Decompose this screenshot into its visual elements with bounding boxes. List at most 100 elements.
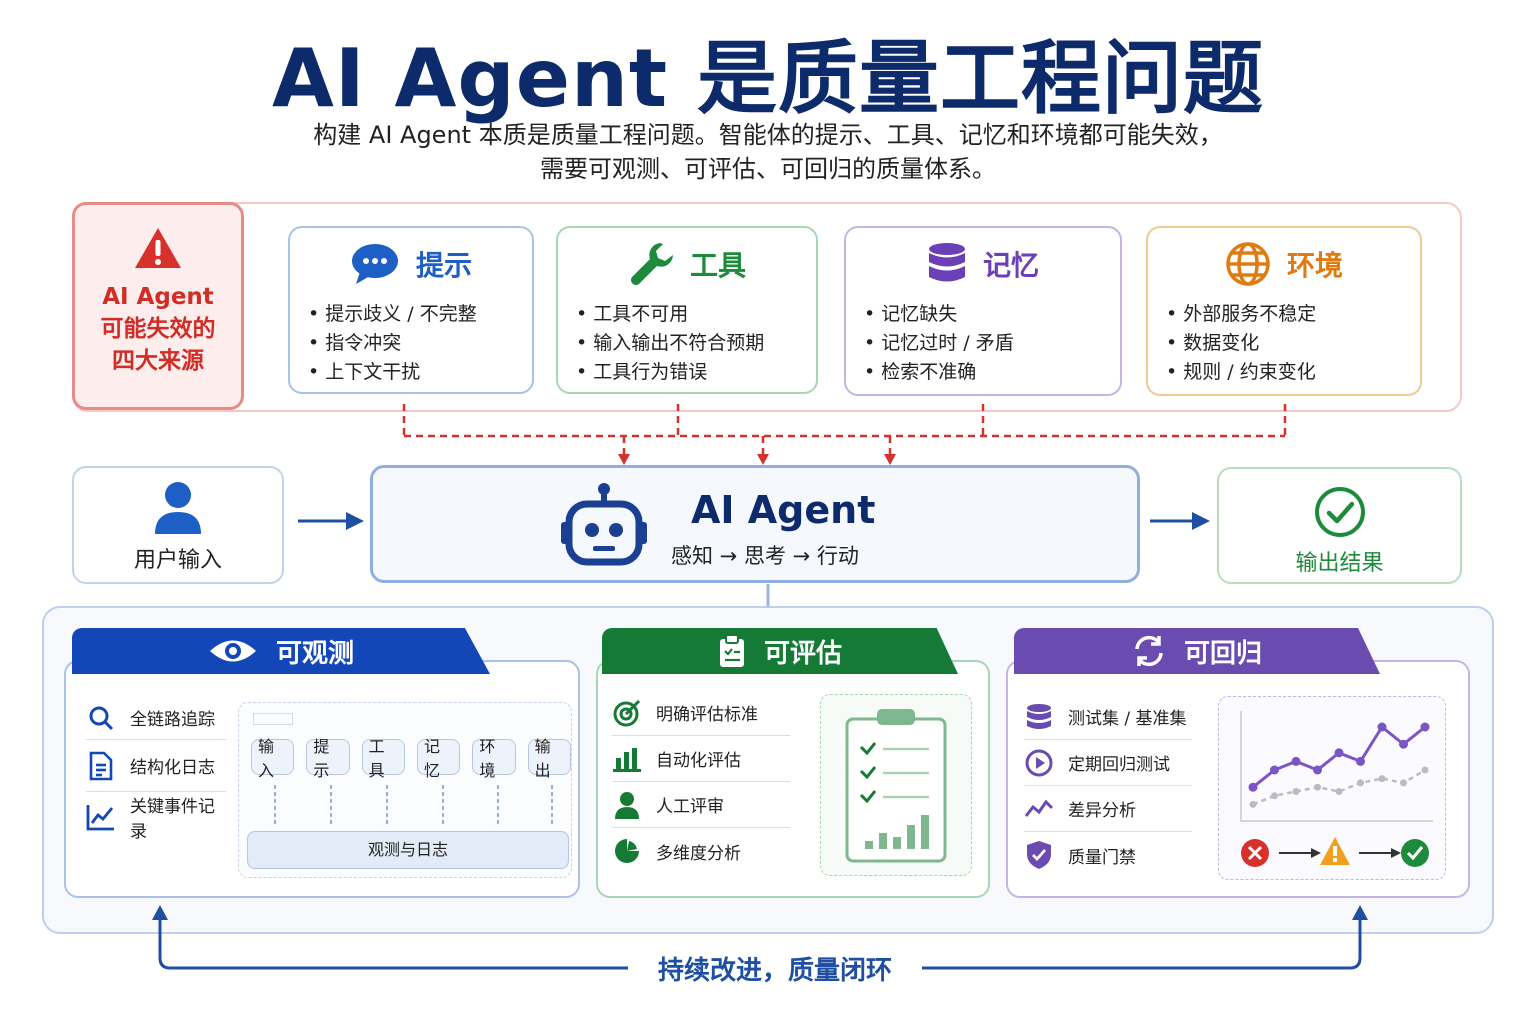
trend-line-icon [86,805,114,831]
evaluate-illustration-box [820,694,972,876]
data-point [1357,779,1364,787]
data-point [1249,800,1257,808]
user-input-label: 用户输入 [133,548,222,573]
data-point [1270,765,1279,775]
failure-sources-label-2: 可能失效的 [100,316,216,342]
data-point [1334,748,1344,758]
play-circle-icon [1025,749,1053,776]
data-point [1313,765,1322,775]
refresh-icon [1135,635,1163,667]
flow-step: 工具 [361,737,405,780]
list-item: 自动化评估 [612,736,790,782]
improvement-loop-label: 持续改进，质量闭环 [657,956,892,986]
list-item: 上下文干扰 [308,358,532,387]
list-item: 多维度分析 [612,828,790,874]
source-title-tool: 工具 [689,249,746,282]
diff-line-icon [1024,799,1054,817]
subtitle-line-2: 需要可观测、可评估、可回归的质量体系。 [540,155,996,183]
data-point [1335,788,1343,795]
data-point [1271,792,1278,800]
ai-agent-box: AI Agent 感知 → 思考 → 行动 [370,465,1140,583]
source-title-environment: 环境 [1286,249,1343,282]
user-icon [155,482,201,534]
regress-chart-box [1218,696,1446,880]
failure-sources-heading: AI Agent 可能失效的 四大来源 [72,202,244,410]
list-item: 输入输出不符合预期 [576,329,816,358]
data-point [1420,722,1430,732]
list-item: 规则 / 约束变化 [1166,358,1420,387]
warning-icon [135,228,181,268]
list-item: 数据变化 [1166,329,1420,358]
list-item: 记忆缺失 [864,300,1120,329]
output-result-label: 输出结果 [1295,551,1384,576]
failure-sources-label-1: AI Agent [102,284,214,310]
observe-list: 全链路追踪 结构化日志 关键事件记录 [86,696,226,842]
list-item: 明确评估标准 [612,690,790,736]
page-title: AI Agent 是质量工程问题 [271,32,1264,125]
pass-icon [1401,839,1429,867]
agent-subtitle: 感知 → 思考 → 行动 [671,544,859,568]
list-item: 提示歧义 / 不完整 [308,300,532,329]
list-item: 关键事件记录 [86,792,226,842]
chart-axis [1240,711,1433,822]
chat-bubble-icon [351,244,398,284]
list-item: 外部服务不稳定 [1166,300,1420,329]
source-card-tool: 工具 工具不可用 输入输出不符合预期 工具行为错误 [556,226,818,394]
evaluate-header: 可评估 [602,628,958,674]
flow-step: 输出 [527,737,571,780]
database-icon [1027,703,1051,729]
observe-header: 可观测 [72,628,490,674]
data-point [1399,739,1408,749]
observe-title: 可观测 [275,638,354,669]
target-icon [613,699,641,726]
output-result-box: 输出结果 [1217,467,1462,584]
data-point [1314,783,1321,791]
list-item: 检索不准确 [864,358,1120,387]
flow-footer: 观测与日志 [247,831,569,869]
list-item: 结构化日志 [86,740,226,792]
list-item: 定期回归测试 [1024,740,1192,786]
agent-title: AI Agent [691,488,876,532]
database-icon [928,243,965,282]
status-sequence [1241,837,1429,867]
source-card-environment: 环境 外部服务不稳定 数据变化 规则 / 约束变化 [1146,226,1422,396]
data-point [1378,775,1386,783]
document-icon [89,751,113,780]
globe-icon [1226,242,1270,286]
flow-step: 环境 [472,737,516,780]
list-item: 差异分析 [1024,786,1192,832]
source-card-prompt: 提示 提示歧义 / 不完整 指令冲突 上下文干扰 [288,226,534,394]
page-subtitle: 构建 AI Agent 本质是质量工程问题。智能体的提示、工具、记忆和环境都可能… [0,118,1536,186]
robot-icon [561,483,647,566]
regress-trend-chart [1240,711,1433,867]
list-item: 质量门禁 [1024,832,1192,878]
checklist-report-icon [845,709,947,863]
data-point [1248,782,1258,792]
bar-chart-icon [613,747,641,772]
list-item: 工具行为错误 [576,358,816,387]
list-item: 指令冲突 [308,329,532,358]
source-title-prompt: 提示 [415,249,472,282]
failure-sources-label-3: 四大来源 [112,348,204,374]
data-point [1421,766,1429,774]
list-item: 工具不可用 [576,300,816,329]
shield-check-icon [1027,841,1051,869]
data-point [1377,722,1387,732]
regress-list: 测试集 / 基准集 定期回归测试 差异分析 质量门禁 [1024,694,1192,878]
person-icon [615,791,639,819]
list-item: 测试集 / 基准集 [1024,694,1192,740]
list-item: 全链路追踪 [86,696,226,740]
list-item: 人工评审 [612,782,790,828]
user-input-box: 用户输入 [72,466,284,584]
regress-header: 可回归 [1014,628,1380,674]
regress-title: 可回归 [1183,638,1262,669]
source-title-memory: 记忆 [982,249,1039,282]
check-circle-icon [1314,487,1365,537]
search-icon [89,706,114,730]
data-point [1292,788,1300,795]
evaluate-title: 可评估 [763,638,842,669]
subtitle-line-1: 构建 AI Agent 本质是质量工程问题。智能体的提示、工具、记忆和环境都可能… [313,121,1223,149]
wrench-icon [630,243,673,285]
data-point [1356,756,1365,766]
data-point [1291,756,1301,766]
